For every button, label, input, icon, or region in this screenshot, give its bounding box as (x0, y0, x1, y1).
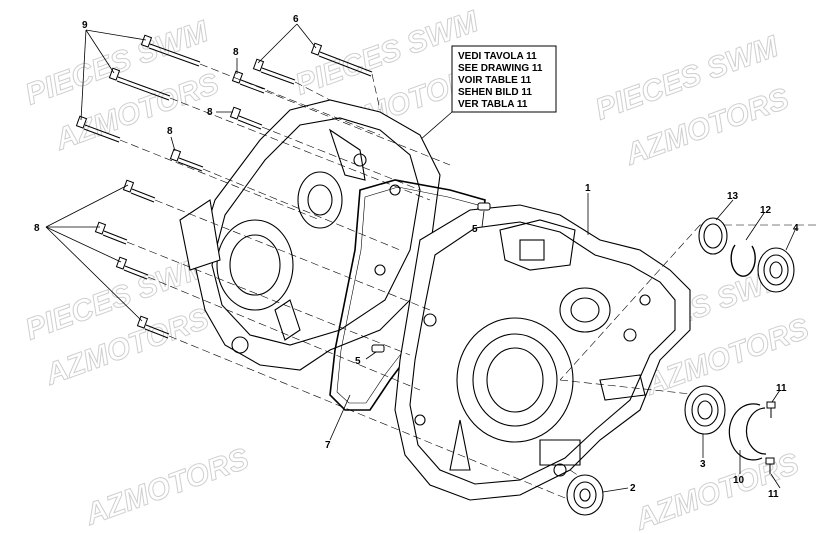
small-screw (765, 401, 776, 474)
circlip (730, 244, 756, 277)
oil-seal (698, 217, 728, 255)
callout-label: 8 (167, 126, 173, 137)
dowel-pin (371, 202, 491, 353)
callout-label: 5 (472, 224, 478, 235)
bolt-short (94, 221, 128, 245)
callout-label: 12 (760, 205, 772, 216)
reference-line: VER TABLA 11 (458, 99, 528, 110)
bolt-long (310, 42, 373, 77)
bearing (684, 385, 726, 435)
bolt-short (122, 179, 156, 203)
bolt-short (115, 256, 149, 280)
reference-box: VEDI TAVOLA 11 SEE DRAWING 11 VOIR TABLE… (419, 45, 557, 141)
callout-label: 10 (733, 475, 745, 486)
leader-lines (45, 23, 797, 493)
bolt-short (231, 70, 266, 94)
crankcase-half (394, 204, 691, 501)
bolt-long (252, 58, 296, 85)
callout-label: 11 (776, 383, 787, 394)
callout-label: 9 (82, 20, 88, 31)
bearing (566, 474, 604, 516)
callout-labels: 9 6 8 8 8 8 1 5 5 7 13 12 4 3 10 11 11 2 (34, 14, 799, 500)
callout-label: 3 (700, 459, 706, 470)
bolt-short (229, 106, 263, 130)
callout-label: 8 (233, 47, 239, 58)
callout-label: 1 (585, 183, 591, 194)
callout-label: 2 (630, 483, 636, 494)
callout-label: 11 (768, 489, 779, 500)
callout-label: 8 (34, 223, 40, 234)
watermark-text: AZMOTORS (80, 442, 253, 532)
callout-label: 4 (793, 223, 799, 234)
bolt-short (169, 148, 204, 172)
reference-line: VEDI TAVOLA 11 (458, 51, 537, 62)
callout-label: 8 (207, 107, 213, 118)
assembly-lines (119, 63, 820, 501)
reference-line: VOIR TABLE 11 (458, 75, 532, 86)
bolt-long (75, 115, 121, 143)
left-crankcase-cover (179, 99, 441, 371)
bearing (757, 247, 795, 293)
callout-label: 6 (293, 14, 299, 25)
bolt-long (140, 34, 201, 67)
reference-line: SEHEN BILD 11 (458, 87, 532, 98)
reference-line: SEE DRAWING 11 (458, 63, 543, 74)
callout-label: 7 (325, 440, 331, 451)
bolt-long (108, 67, 171, 101)
retaining-plate (728, 403, 767, 461)
callout-label: 5 (355, 356, 361, 367)
callout-label: 13 (727, 191, 739, 202)
